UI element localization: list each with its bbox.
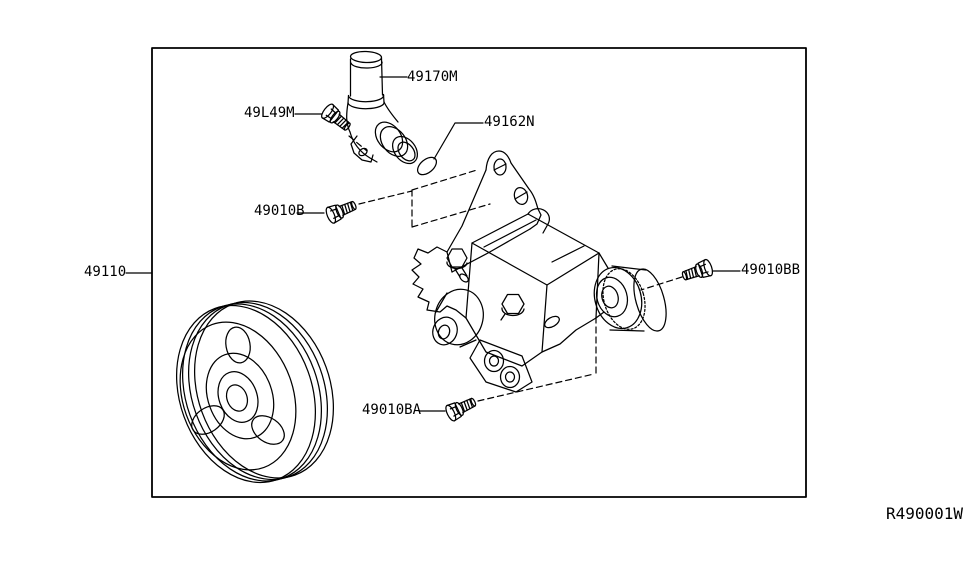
mounting-bracket	[412, 151, 541, 318]
pulley-cutout	[223, 325, 253, 365]
pulley-cutout	[246, 410, 289, 450]
part-label-49010bb: 49010BB	[741, 262, 801, 278]
drive-shaft	[436, 324, 451, 341]
dash-49010b	[359, 170, 490, 227]
pump-body	[429, 209, 673, 392]
dash-49l49m	[349, 136, 367, 151]
pulley-hub-bore	[223, 382, 251, 414]
diagram-ref-code: R490001W	[886, 504, 964, 523]
bracket-hole-lower	[513, 186, 530, 206]
hex-nut	[502, 295, 524, 314]
pulley	[153, 281, 357, 502]
bolt-49010bb	[679, 257, 715, 285]
bracket-notched-edge	[412, 247, 466, 318]
leader-lines	[126, 77, 740, 411]
assembly-dashed-lines	[349, 136, 682, 401]
bolt-49010b	[323, 196, 360, 226]
dash-49010ba	[478, 316, 596, 401]
hex-fitting	[447, 249, 467, 267]
bottom-flange	[470, 340, 532, 392]
part-label-49l49m: 49L49M	[244, 105, 295, 121]
part-label-49110: 49110	[84, 264, 127, 280]
leader-49162n	[434, 123, 483, 159]
dash-49010bb	[641, 277, 682, 290]
tube-bracket-tab	[351, 136, 373, 162]
part-label-49010ba: 49010BA	[362, 402, 422, 418]
bracket-hole-top	[494, 159, 506, 175]
part-label-49010b: 49010B	[254, 203, 305, 219]
part-label-49170m: 49170M	[407, 69, 458, 85]
part-label-49162n: 49162N	[484, 114, 535, 130]
pulley-cutout	[186, 400, 229, 440]
o-ring	[414, 154, 439, 178]
bolt-49010ba	[443, 393, 480, 423]
pivot-bore	[599, 284, 620, 310]
